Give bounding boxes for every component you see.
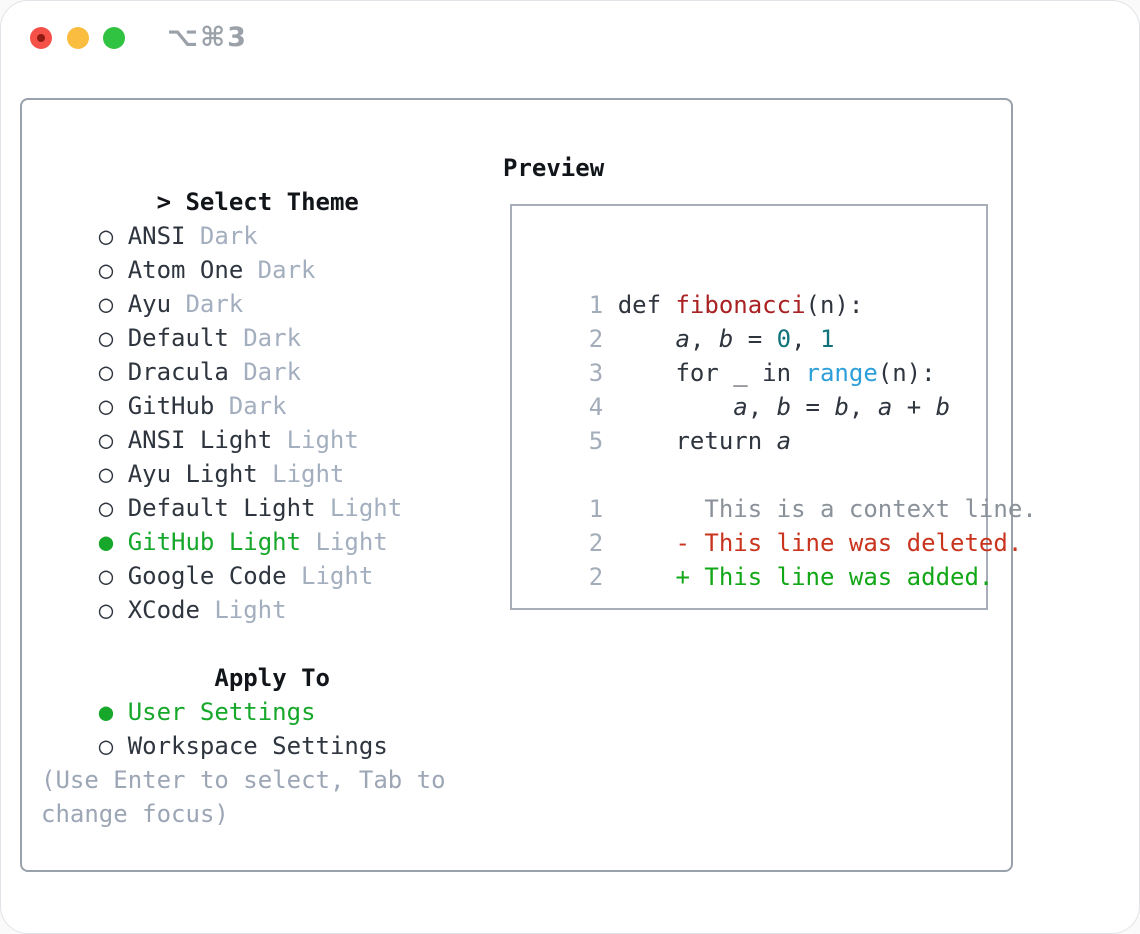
radio-icon: ○: [98, 494, 114, 522]
theme-option-label: Atom One: [127, 256, 244, 284]
preview-line: 1 def fibonacci(n):: [531, 254, 986, 319]
theme-option[interactable]: ○ ANSI Light Light: [41, 389, 474, 454]
apply-to-section: Apply To ● User Settings ○ Workspace Setti…: [41, 627, 474, 760]
line-content: a, b = b, a + b: [733, 393, 951, 421]
radio-icon: ○: [98, 358, 114, 386]
line-number: 2: [588, 529, 604, 557]
zoom-button-icon[interactable]: [103, 27, 125, 49]
theme-option-label: Ayu Light: [127, 460, 258, 488]
theme-variant-tag: Dark: [228, 392, 287, 420]
theme-option[interactable]: ○ ANSI Dark: [41, 185, 474, 250]
theme-variant-tag: Dark: [243, 324, 302, 352]
keyboard-hint: (Use Enter to select, Tab to change focu…: [41, 766, 446, 828]
line-number: 5: [588, 427, 604, 455]
focus-caret-icon: >: [156, 188, 172, 216]
line-content: a, b = 0, 1: [675, 325, 835, 353]
radio-icon: ○: [98, 392, 114, 420]
theme-option[interactable]: ○ Ayu Light Light: [41, 423, 474, 488]
line-number: 2: [588, 325, 604, 353]
apply-to-title: Apply To: [214, 664, 330, 692]
preview-line: 5 return a: [531, 390, 986, 455]
theme-option-label: ANSI Light: [127, 426, 273, 454]
preview-line: 2 + This line was added.: [531, 526, 994, 591]
line-content: This is a context line.: [617, 495, 1037, 523]
radio-icon: ○: [98, 732, 114, 760]
line-content: + This line was added.: [617, 563, 994, 591]
theme-option-label: GitHub Light: [127, 528, 302, 556]
select-theme-header: > Select Theme: [41, 151, 474, 216]
theme-variant-tag: Dark: [257, 256, 316, 284]
line-number: 4: [588, 393, 604, 421]
apply-to-option[interactable]: ○ Workspace Settings: [41, 695, 474, 760]
theme-option[interactable]: ● GitHub Light Light: [41, 491, 474, 556]
theme-option[interactable]: ○ Ayu Dark: [41, 253, 474, 318]
radio-icon: ○: [98, 290, 114, 318]
theme-option-label: Dracula: [127, 358, 229, 386]
preview-line: 2 - This line was deleted.: [531, 492, 1022, 557]
radio-icon: ○: [98, 426, 114, 454]
theme-option[interactable]: ○ Dracula Dark: [41, 321, 474, 386]
close-button-icon[interactable]: [30, 27, 52, 49]
theme-variant-tag: Light: [272, 460, 345, 488]
theme-option[interactable]: ○ Atom One Dark: [41, 219, 474, 284]
preview-line: 2 a, b = 0, 1: [531, 288, 986, 353]
theme-option-label: Workspace Settings: [127, 732, 388, 760]
radio-icon: ○: [98, 324, 114, 352]
preview-line: 3 for _ in range(n):: [531, 322, 986, 387]
apply-to-list: ● User Settings ○ Workspace Settings: [41, 661, 474, 760]
line-content: def fibonacci(n):: [617, 291, 864, 319]
select-theme-title: Select Theme: [185, 188, 359, 216]
minimize-button-icon[interactable]: [67, 27, 89, 49]
line-number: 1: [588, 291, 604, 319]
theme-variant-tag: Light: [301, 562, 374, 590]
theme-option-label: Ayu: [127, 290, 172, 318]
preview-line: 4 a, b = b, a + b: [531, 356, 986, 421]
title-bar: ⌥⌘3: [1, 1, 1139, 75]
line-number: 3: [588, 359, 604, 387]
theme-variant-tag: Dark: [243, 358, 302, 386]
radio-icon: ●: [98, 698, 114, 726]
radio-icon: ○: [98, 222, 114, 250]
theme-option-label: User Settings: [127, 698, 316, 726]
theme-option-label: Default Light: [127, 494, 316, 522]
preview-title: Preview: [503, 154, 605, 182]
preview-line: 1 This is a context line.: [531, 458, 1037, 523]
radio-icon: ○: [98, 562, 114, 590]
radio-icon: ○: [98, 596, 114, 624]
window-title: ⌥⌘3: [167, 22, 248, 53]
theme-option[interactable]: ○ XCode Light: [41, 559, 474, 624]
theme-option-label: Google Code: [127, 562, 287, 590]
preview-pane: 1 def fibonacci(n): 2 a, b = 0, 1 3 for _…: [510, 204, 1037, 610]
theme-option[interactable]: ○ GitHub Dark: [41, 355, 474, 420]
theme-option-label: ANSI: [127, 222, 186, 250]
line-number: 1: [588, 495, 604, 523]
line-number: 2: [588, 563, 604, 591]
apply-to-header: Apply To: [41, 627, 474, 692]
theme-option[interactable]: ○ Google Code Light: [41, 525, 474, 590]
theme-option-label: XCode: [127, 596, 200, 624]
theme-option[interactable]: ○ Default Light Light: [41, 457, 474, 522]
line-content: for _ in range(n):: [617, 359, 936, 387]
theme-variant-tag: Light: [329, 494, 403, 522]
theme-variant-tag: Light: [214, 596, 287, 624]
theme-option[interactable]: ○ Default Dark: [41, 287, 474, 352]
theme-option-label: Default: [127, 324, 229, 352]
radio-icon: ○: [98, 460, 114, 488]
theme-variant-tag: Dark: [185, 290, 244, 318]
theme-variant-tag: Light: [315, 528, 388, 556]
theme-variant-tag: Light: [286, 426, 359, 454]
radio-icon: ○: [98, 256, 114, 284]
theme-option-label: GitHub: [127, 392, 215, 420]
apply-to-option[interactable]: ● User Settings: [41, 661, 474, 726]
radio-icon: ●: [98, 528, 114, 556]
line-content: return a: [617, 427, 792, 455]
line-content: - This line was deleted.: [617, 529, 1023, 557]
theme-variant-tag: Dark: [199, 222, 258, 250]
